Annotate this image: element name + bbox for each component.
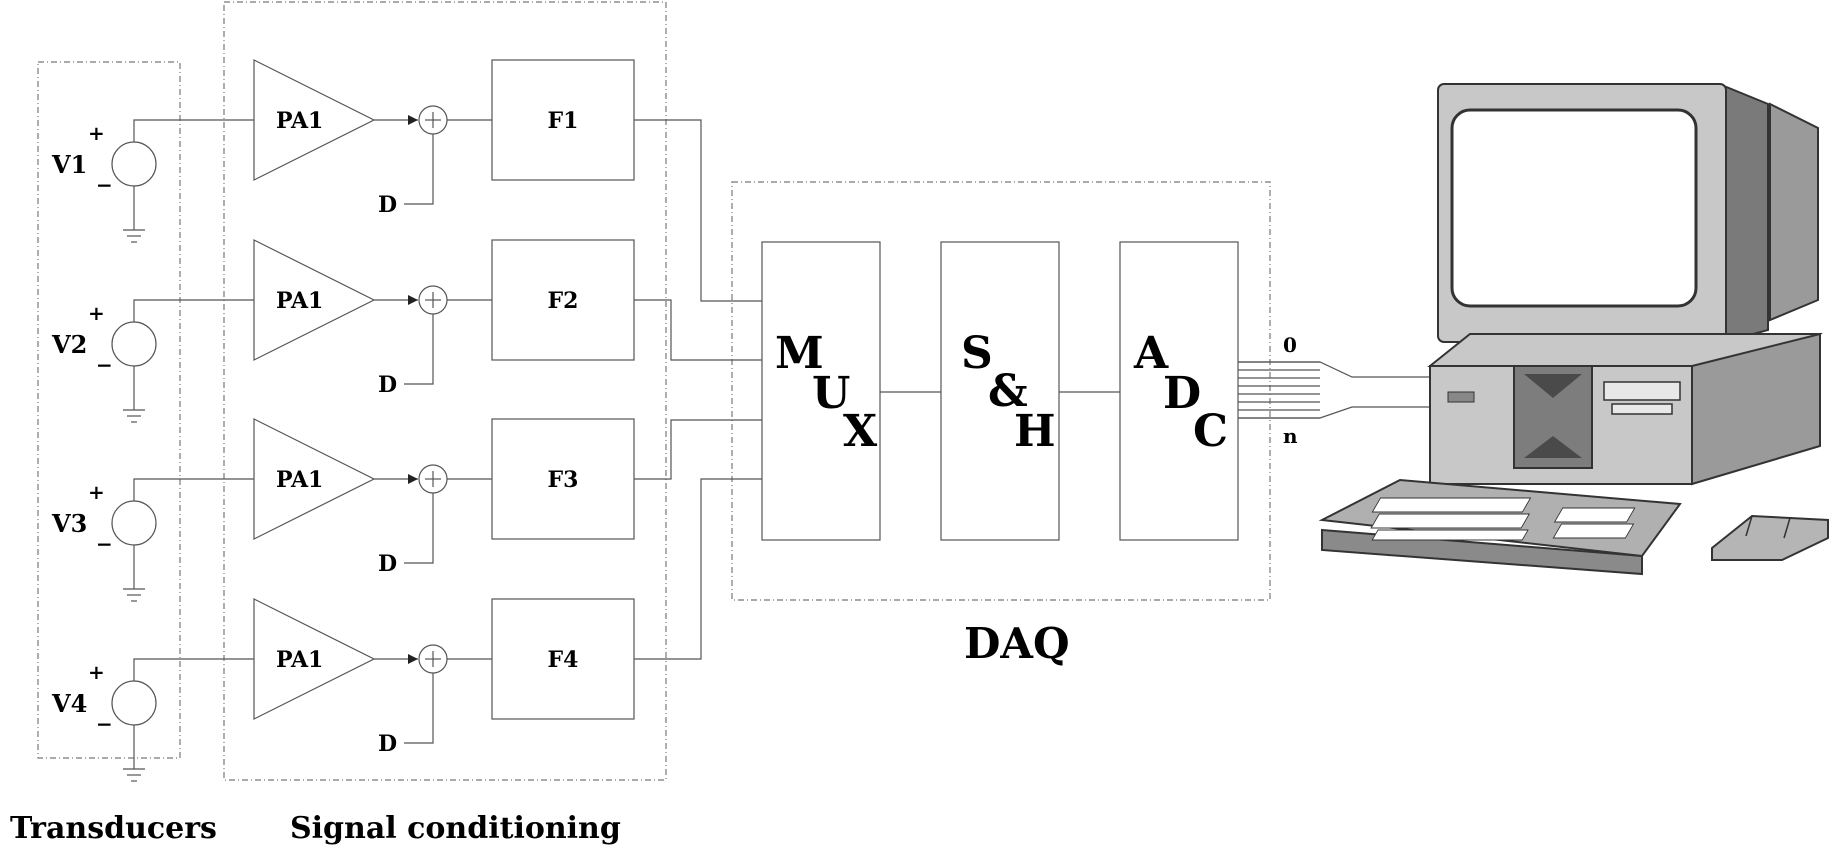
filter-block [491, 59, 635, 181]
source-minus: − [96, 712, 113, 736]
sh-letter-1: S [961, 328, 993, 379]
channel-2: V2 + − PA1 D F2 [51, 239, 635, 423]
amplifier-label: PA1 [276, 647, 323, 673]
transducers-caption: Transducers [10, 811, 217, 846]
source-label: V3 [51, 509, 87, 538]
filter-label: F4 [548, 647, 579, 673]
voltage-source-icon [111, 500, 157, 546]
mouse [1711, 514, 1829, 561]
source-plus: + [88, 121, 105, 145]
offset-label: D [378, 192, 397, 218]
digital-output-bus [1238, 361, 1432, 419]
source-plus: + [88, 660, 105, 684]
daq-group [731, 181, 1271, 601]
signal-conditioning-group [223, 1, 667, 781]
ground-icon [123, 409, 145, 423]
source-minus: − [96, 532, 113, 556]
amplifier-triangle-icon [253, 239, 376, 361]
signal-conditioning-caption: Signal conditioning [290, 811, 621, 846]
filter-block [491, 598, 635, 720]
bus-bit-last: n [1283, 424, 1298, 448]
sh-letter-3: H [1014, 406, 1056, 457]
ground-icon [123, 229, 145, 243]
offset-label: D [378, 731, 397, 757]
source-plus: + [88, 480, 105, 504]
mux-letter-1: M [775, 328, 824, 379]
voltage-source-icon [111, 321, 157, 367]
adc-letter-3: C [1193, 406, 1228, 457]
amplifier-label: PA1 [276, 108, 323, 134]
filter-label: F3 [548, 467, 579, 493]
mux-letter-2: U [812, 368, 850, 419]
amplifier-triangle-icon [253, 418, 376, 540]
offset-label: D [378, 372, 397, 398]
adc-block [1119, 241, 1239, 541]
source-minus: − [96, 173, 113, 197]
amplifier-triangle-icon [253, 59, 376, 181]
voltage-source-icon [111, 680, 157, 726]
ground-icon [123, 768, 145, 782]
adc-letter-1: A [1133, 328, 1169, 379]
channel-3: V3 + − PA1 D F3 [51, 418, 635, 602]
offset-label: D [378, 551, 397, 577]
source-plus: + [88, 301, 105, 325]
sh-letter-2: & [988, 366, 1028, 417]
source-label: V2 [51, 330, 87, 359]
source-minus: − [96, 353, 113, 377]
transducers-group [37, 61, 181, 759]
filter-block [491, 418, 635, 540]
channel-4: V4 + − PA1 D F4 [51, 598, 635, 782]
amplifier-label: PA1 [276, 288, 323, 314]
amplifier-triangle-icon [253, 598, 376, 720]
voltage-source-icon [111, 141, 157, 187]
amplifier-label: PA1 [276, 467, 323, 493]
bus-bit-first: 0 [1283, 333, 1297, 357]
source-label: V4 [51, 689, 87, 718]
channel-1: V1 + − PA1 D F1 [51, 59, 635, 243]
filter-label: F2 [548, 288, 579, 314]
source-label: V1 [51, 150, 87, 179]
monitor-screen [1450, 108, 1698, 308]
channels: V1 + − PA1 D F1 [51, 59, 635, 782]
desktop-computer-icon [1318, 83, 1829, 576]
sample-hold-block [940, 241, 1060, 541]
filter-block [491, 239, 635, 361]
daq-caption: DAQ [964, 619, 1070, 668]
filter-label: F1 [548, 108, 579, 134]
mux-block [761, 241, 881, 541]
mux-letter-3: X [843, 406, 878, 457]
ground-icon [123, 588, 145, 602]
adc-letter-2: D [1163, 368, 1201, 419]
